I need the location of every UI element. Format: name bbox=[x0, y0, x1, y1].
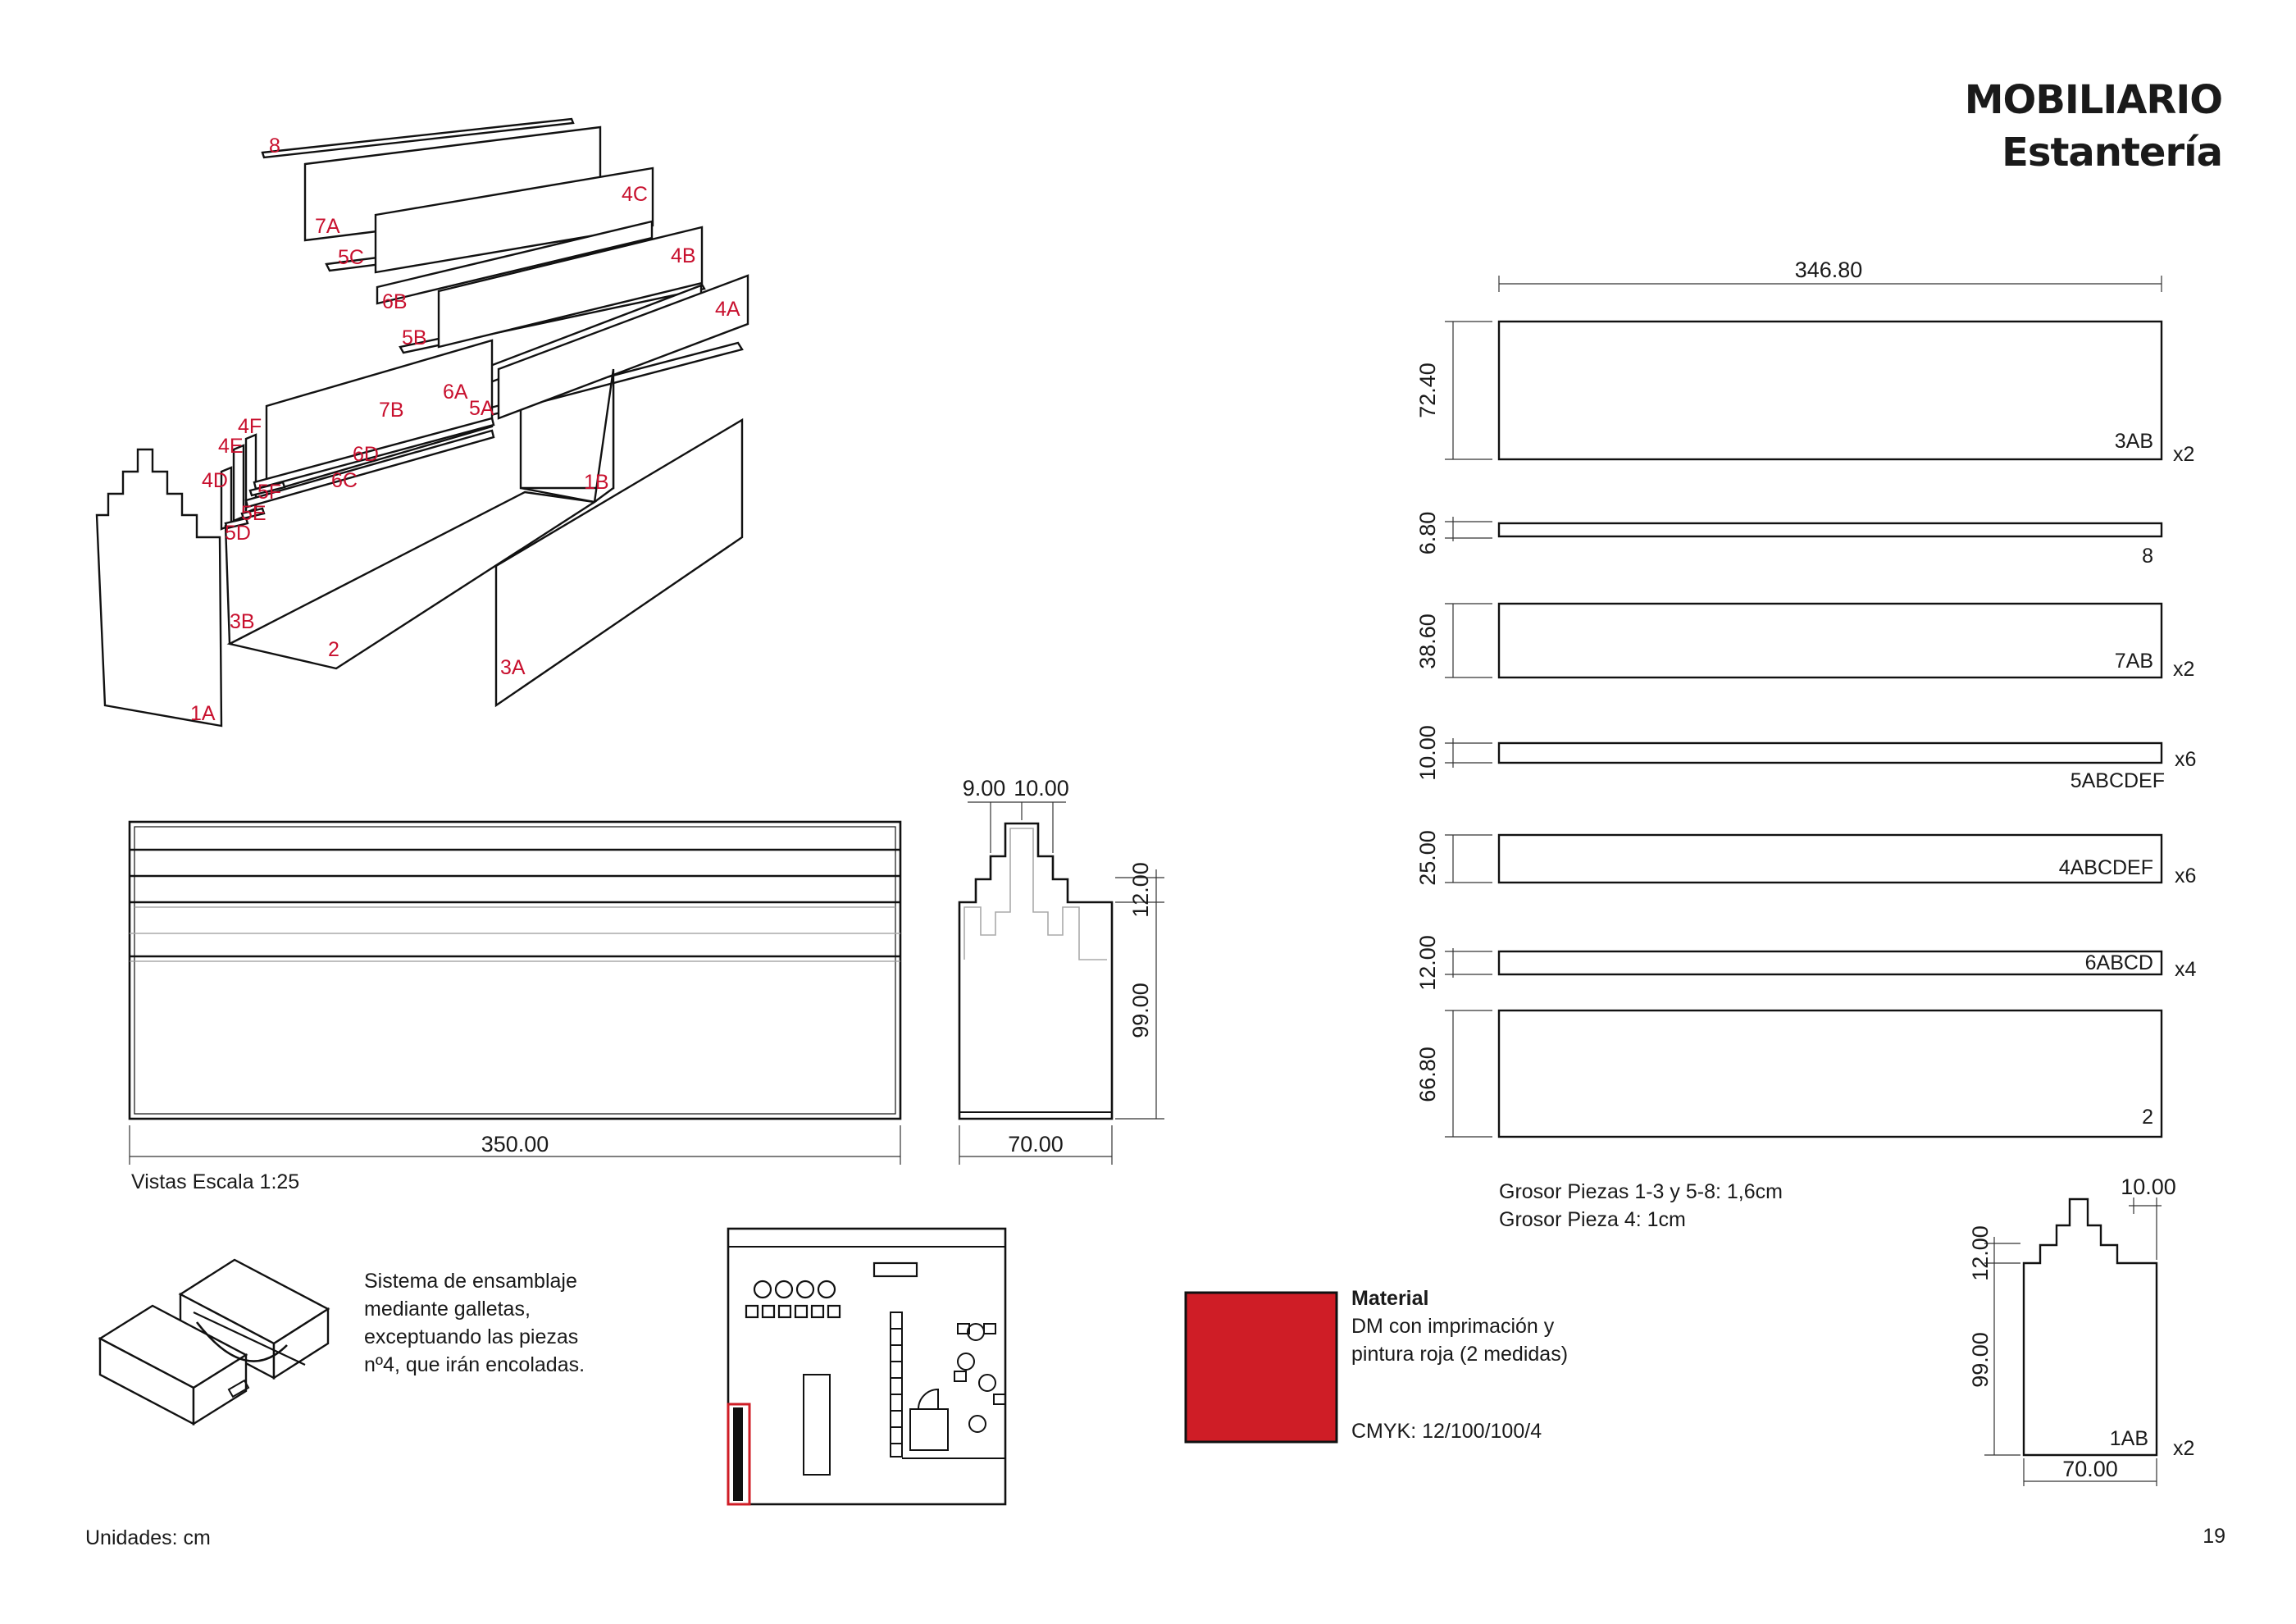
svg-text:2: 2 bbox=[328, 638, 339, 661]
piece-8-height: 6.80 bbox=[1415, 512, 1440, 555]
piece-1ab-width: 70.00 bbox=[2062, 1457, 2118, 1481]
material-cmyk: CMYK: 12/100/100/4 bbox=[1351, 1420, 1542, 1443]
piece-1b bbox=[593, 368, 615, 504]
svg-text:3A: 3A bbox=[500, 656, 526, 679]
thickness-note-1: Grosor Piezas 1-3 y 5-8: 1,6cm bbox=[1499, 1180, 1783, 1203]
svg-text:6B: 6B bbox=[382, 290, 408, 313]
piece-6-height: 12.00 bbox=[1415, 935, 1440, 991]
piece-6-label: 6ABCD bbox=[2085, 951, 2153, 974]
side-height-dim: 99.00 bbox=[1128, 983, 1153, 1038]
exploded-view: 8 7A 4C 5C 4B 6B 4A 5B 6A 5A 7B 4F 4E 6D… bbox=[95, 117, 749, 728]
piece-6c bbox=[244, 429, 495, 509]
page-number: 19 bbox=[2203, 1525, 2225, 1548]
side-step-h-dim: 12.00 bbox=[1128, 862, 1153, 918]
piece-1a bbox=[95, 448, 223, 728]
units-note: Unidades: cm bbox=[85, 1526, 211, 1549]
svg-text:4D: 4D bbox=[202, 469, 228, 492]
piece-1ab-drawing: 10.00 12.00 99.00 70.00 1AB x2 bbox=[1968, 1175, 2194, 1486]
piece-6-qty: x4 bbox=[2175, 958, 2197, 981]
piece-5d bbox=[224, 517, 249, 530]
svg-text:4C: 4C bbox=[622, 183, 648, 206]
svg-text:4B: 4B bbox=[671, 244, 696, 267]
piece-7ab-qty: x2 bbox=[2173, 658, 2194, 681]
svg-text:1B: 1B bbox=[584, 471, 609, 494]
piece-7ab-label: 7AB bbox=[2115, 650, 2153, 673]
piece-5-qty: x6 bbox=[2175, 748, 2196, 771]
piece-6b bbox=[376, 220, 654, 305]
svg-text:7B: 7B bbox=[379, 399, 404, 422]
piece-4a bbox=[497, 274, 749, 420]
side-view: 9.00 10.00 12.00 99.00 70.00 bbox=[958, 776, 1164, 1165]
piece-7b bbox=[265, 339, 494, 494]
svg-text:8: 8 bbox=[269, 135, 280, 157]
piece-4-qty: x6 bbox=[2175, 864, 2196, 887]
svg-text:7A: 7A bbox=[315, 215, 340, 238]
piece-8 bbox=[261, 117, 575, 159]
svg-text:5B: 5B bbox=[402, 326, 427, 349]
piece-3ab-height: 72.40 bbox=[1415, 363, 1440, 418]
piece-4b bbox=[437, 226, 704, 349]
material-description: DM con imprimación y pintura roja (2 med… bbox=[1351, 1315, 1569, 1366]
piece-3ab-qty: x2 bbox=[2173, 443, 2194, 466]
piece-1ab-label: 1AB bbox=[2110, 1427, 2148, 1450]
overall-width-dim: 346.80 bbox=[1795, 258, 1863, 282]
piece-1ab-height: 99.00 bbox=[1968, 1332, 1993, 1388]
front-width-dim: 350.00 bbox=[481, 1132, 549, 1156]
svg-text:4F: 4F bbox=[238, 415, 262, 438]
piece-5-height: 10.00 bbox=[1415, 725, 1440, 781]
front-view: 350.00 bbox=[128, 820, 902, 1165]
svg-text:4E: 4E bbox=[218, 435, 244, 458]
page-title: MOBILIARIO bbox=[1964, 77, 2223, 123]
side-step-b-dim: 10.00 bbox=[1014, 776, 1069, 801]
side-width-dim: 70.00 bbox=[1008, 1132, 1064, 1156]
svg-text:3B: 3B bbox=[230, 610, 255, 633]
piece-3ab-label: 3AB bbox=[2115, 430, 2153, 453]
svg-text:5D: 5D bbox=[225, 522, 251, 545]
svg-text:6C: 6C bbox=[331, 469, 358, 492]
svg-text:5E: 5E bbox=[241, 502, 266, 525]
piece-8-label: 8 bbox=[2142, 545, 2153, 568]
views-caption: Vistas Escala 1:25 bbox=[131, 1170, 300, 1193]
material-heading: Material bbox=[1351, 1287, 1429, 1310]
floor-plan bbox=[727, 1227, 1007, 1506]
assembly-note: Sistema de ensamblaje mediante galletas,… bbox=[364, 1270, 585, 1376]
biscuit-joint-diagram bbox=[98, 1258, 330, 1426]
piece-4-label: 4ABCDEF bbox=[2059, 856, 2153, 879]
pieces-list: 346.80 72.40 3AB x2 6.80 8 38.60 7AB bbox=[1415, 258, 2197, 1138]
piece-6d bbox=[253, 417, 495, 490]
svg-text:1A: 1A bbox=[190, 702, 216, 725]
svg-text:5F: 5F bbox=[257, 481, 281, 504]
piece-5f bbox=[248, 481, 286, 497]
svg-text:4A: 4A bbox=[715, 298, 740, 321]
page-subtitle: Estantería bbox=[2002, 130, 2223, 176]
piece-7ab-height: 38.60 bbox=[1415, 614, 1440, 669]
piece-4-height: 25.00 bbox=[1415, 830, 1440, 886]
piece-5-label: 5ABCDEF bbox=[2070, 769, 2165, 792]
piece-3a bbox=[494, 417, 744, 708]
svg-text:5A: 5A bbox=[469, 397, 494, 420]
svg-text:6D: 6D bbox=[353, 443, 379, 466]
piece-5e bbox=[240, 507, 266, 520]
piece-1ab-step-h: 12.00 bbox=[1968, 1225, 1993, 1281]
piece-2-label: 2 bbox=[2142, 1106, 2153, 1129]
piece-1ab-qty: x2 bbox=[2173, 1437, 2194, 1460]
material-swatch bbox=[1184, 1291, 1338, 1444]
piece-1ab-step-w: 10.00 bbox=[2121, 1175, 2176, 1199]
svg-text:6A: 6A bbox=[443, 381, 468, 404]
piece-2-height: 66.80 bbox=[1415, 1047, 1440, 1102]
thickness-note-2: Grosor Pieza 4: 1cm bbox=[1499, 1208, 1686, 1231]
svg-text:5C: 5C bbox=[338, 246, 364, 269]
side-step-a-dim: 9.00 bbox=[963, 776, 1006, 801]
